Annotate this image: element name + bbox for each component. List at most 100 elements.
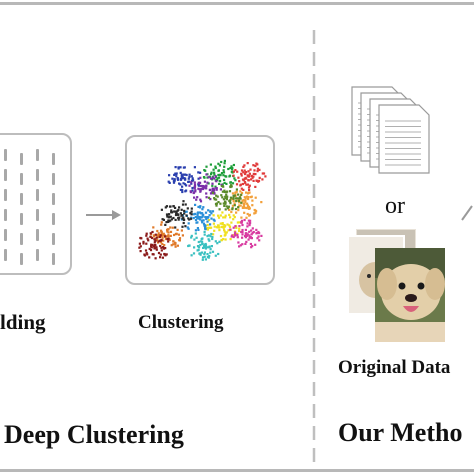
cluster-point bbox=[193, 212, 196, 215]
cluster-point bbox=[237, 229, 240, 232]
cluster-point bbox=[160, 242, 163, 245]
cluster-point bbox=[214, 179, 217, 182]
cluster-point bbox=[163, 246, 166, 249]
cluster-point bbox=[178, 165, 182, 168]
cluster-point bbox=[213, 165, 216, 168]
cluster-point bbox=[227, 208, 230, 211]
cluster-point bbox=[197, 245, 200, 248]
cluster-point bbox=[201, 246, 204, 249]
cluster-point bbox=[248, 219, 251, 222]
cluster-point bbox=[230, 166, 233, 169]
cluster-point bbox=[217, 176, 220, 179]
cluster-point bbox=[229, 183, 232, 186]
cluster-point bbox=[207, 237, 210, 240]
cluster-point bbox=[180, 213, 183, 216]
cluster-point bbox=[161, 256, 164, 259]
cluster-point bbox=[251, 226, 254, 229]
cluster-point bbox=[142, 253, 145, 256]
cluster-point bbox=[201, 258, 204, 261]
cluster-point bbox=[239, 230, 242, 233]
cluster-point bbox=[228, 180, 232, 183]
cluster-point bbox=[181, 181, 185, 184]
cluster-point bbox=[224, 214, 227, 217]
cluster-point bbox=[251, 231, 254, 234]
cluster-point bbox=[186, 244, 189, 247]
cluster-point bbox=[220, 225, 223, 228]
cluster-point bbox=[192, 238, 195, 241]
cluster-point bbox=[185, 173, 188, 176]
cluster-point bbox=[169, 215, 172, 218]
cluster-point bbox=[239, 172, 242, 175]
cluster-point bbox=[199, 199, 202, 202]
top-border bbox=[0, 2, 474, 5]
cluster-point bbox=[240, 230, 244, 233]
cluster-point bbox=[214, 166, 217, 169]
cluster-point bbox=[212, 168, 215, 171]
cluster-point bbox=[196, 244, 199, 247]
cluster-point bbox=[216, 162, 219, 165]
cluster-point bbox=[254, 196, 257, 199]
cluster-point bbox=[193, 203, 196, 206]
cluster-point bbox=[247, 188, 250, 191]
cluster-point bbox=[139, 249, 142, 252]
cluster-point bbox=[160, 231, 163, 234]
cluster-point bbox=[218, 179, 221, 182]
cluster-point bbox=[242, 163, 245, 166]
cluster-point bbox=[257, 231, 260, 234]
cluster-point bbox=[138, 236, 141, 239]
cluster-point bbox=[240, 187, 243, 190]
cluster-point bbox=[240, 191, 243, 194]
cluster-point bbox=[231, 217, 234, 220]
cluster-point bbox=[218, 207, 221, 210]
cluster-point bbox=[226, 206, 229, 209]
cluster-point bbox=[240, 232, 244, 235]
cluster-point bbox=[224, 200, 227, 204]
cluster-point bbox=[232, 170, 235, 173]
cluster-point bbox=[198, 187, 201, 190]
cluster-point bbox=[180, 228, 183, 232]
cluster-point bbox=[223, 202, 226, 205]
cluster-point bbox=[242, 198, 245, 201]
cluster-point bbox=[200, 215, 203, 218]
cluster-point bbox=[154, 256, 157, 259]
cluster-point bbox=[221, 222, 224, 225]
cluster-point bbox=[240, 236, 243, 239]
cluster-point bbox=[196, 228, 199, 231]
cluster-point bbox=[261, 171, 264, 175]
cluster-point bbox=[181, 203, 184, 206]
cluster-point bbox=[222, 165, 225, 168]
cluster-point bbox=[174, 218, 177, 221]
cluster-point bbox=[190, 212, 193, 215]
cluster-point bbox=[224, 193, 227, 196]
cluster-point bbox=[219, 213, 222, 217]
cluster-point bbox=[237, 244, 240, 247]
cluster-point bbox=[219, 187, 222, 190]
cluster-point bbox=[244, 231, 247, 234]
cluster-point bbox=[231, 181, 234, 184]
cluster-point bbox=[244, 240, 247, 243]
cluster-point bbox=[222, 201, 225, 205]
cluster-point bbox=[232, 194, 235, 197]
cluster-point bbox=[212, 213, 215, 216]
cluster-point bbox=[222, 178, 225, 181]
cluster-point bbox=[147, 255, 150, 258]
cluster-point bbox=[232, 176, 235, 179]
cluster-point bbox=[198, 198, 201, 201]
embedding-dash bbox=[52, 193, 55, 205]
cluster-point bbox=[175, 210, 178, 213]
cluster-point bbox=[214, 202, 217, 205]
cluster-point bbox=[168, 225, 171, 229]
cluster-point bbox=[254, 228, 257, 231]
cluster-point bbox=[184, 189, 187, 192]
cluster-point bbox=[148, 247, 151, 250]
cluster-point bbox=[190, 179, 193, 182]
cluster-point bbox=[169, 208, 172, 212]
cluster-point bbox=[174, 165, 177, 168]
cluster-point bbox=[180, 190, 183, 193]
cluster-point bbox=[193, 165, 196, 168]
cluster-point bbox=[202, 185, 205, 188]
cluster-point bbox=[149, 248, 152, 251]
cluster-point bbox=[212, 196, 215, 199]
cluster-point bbox=[213, 185, 217, 188]
